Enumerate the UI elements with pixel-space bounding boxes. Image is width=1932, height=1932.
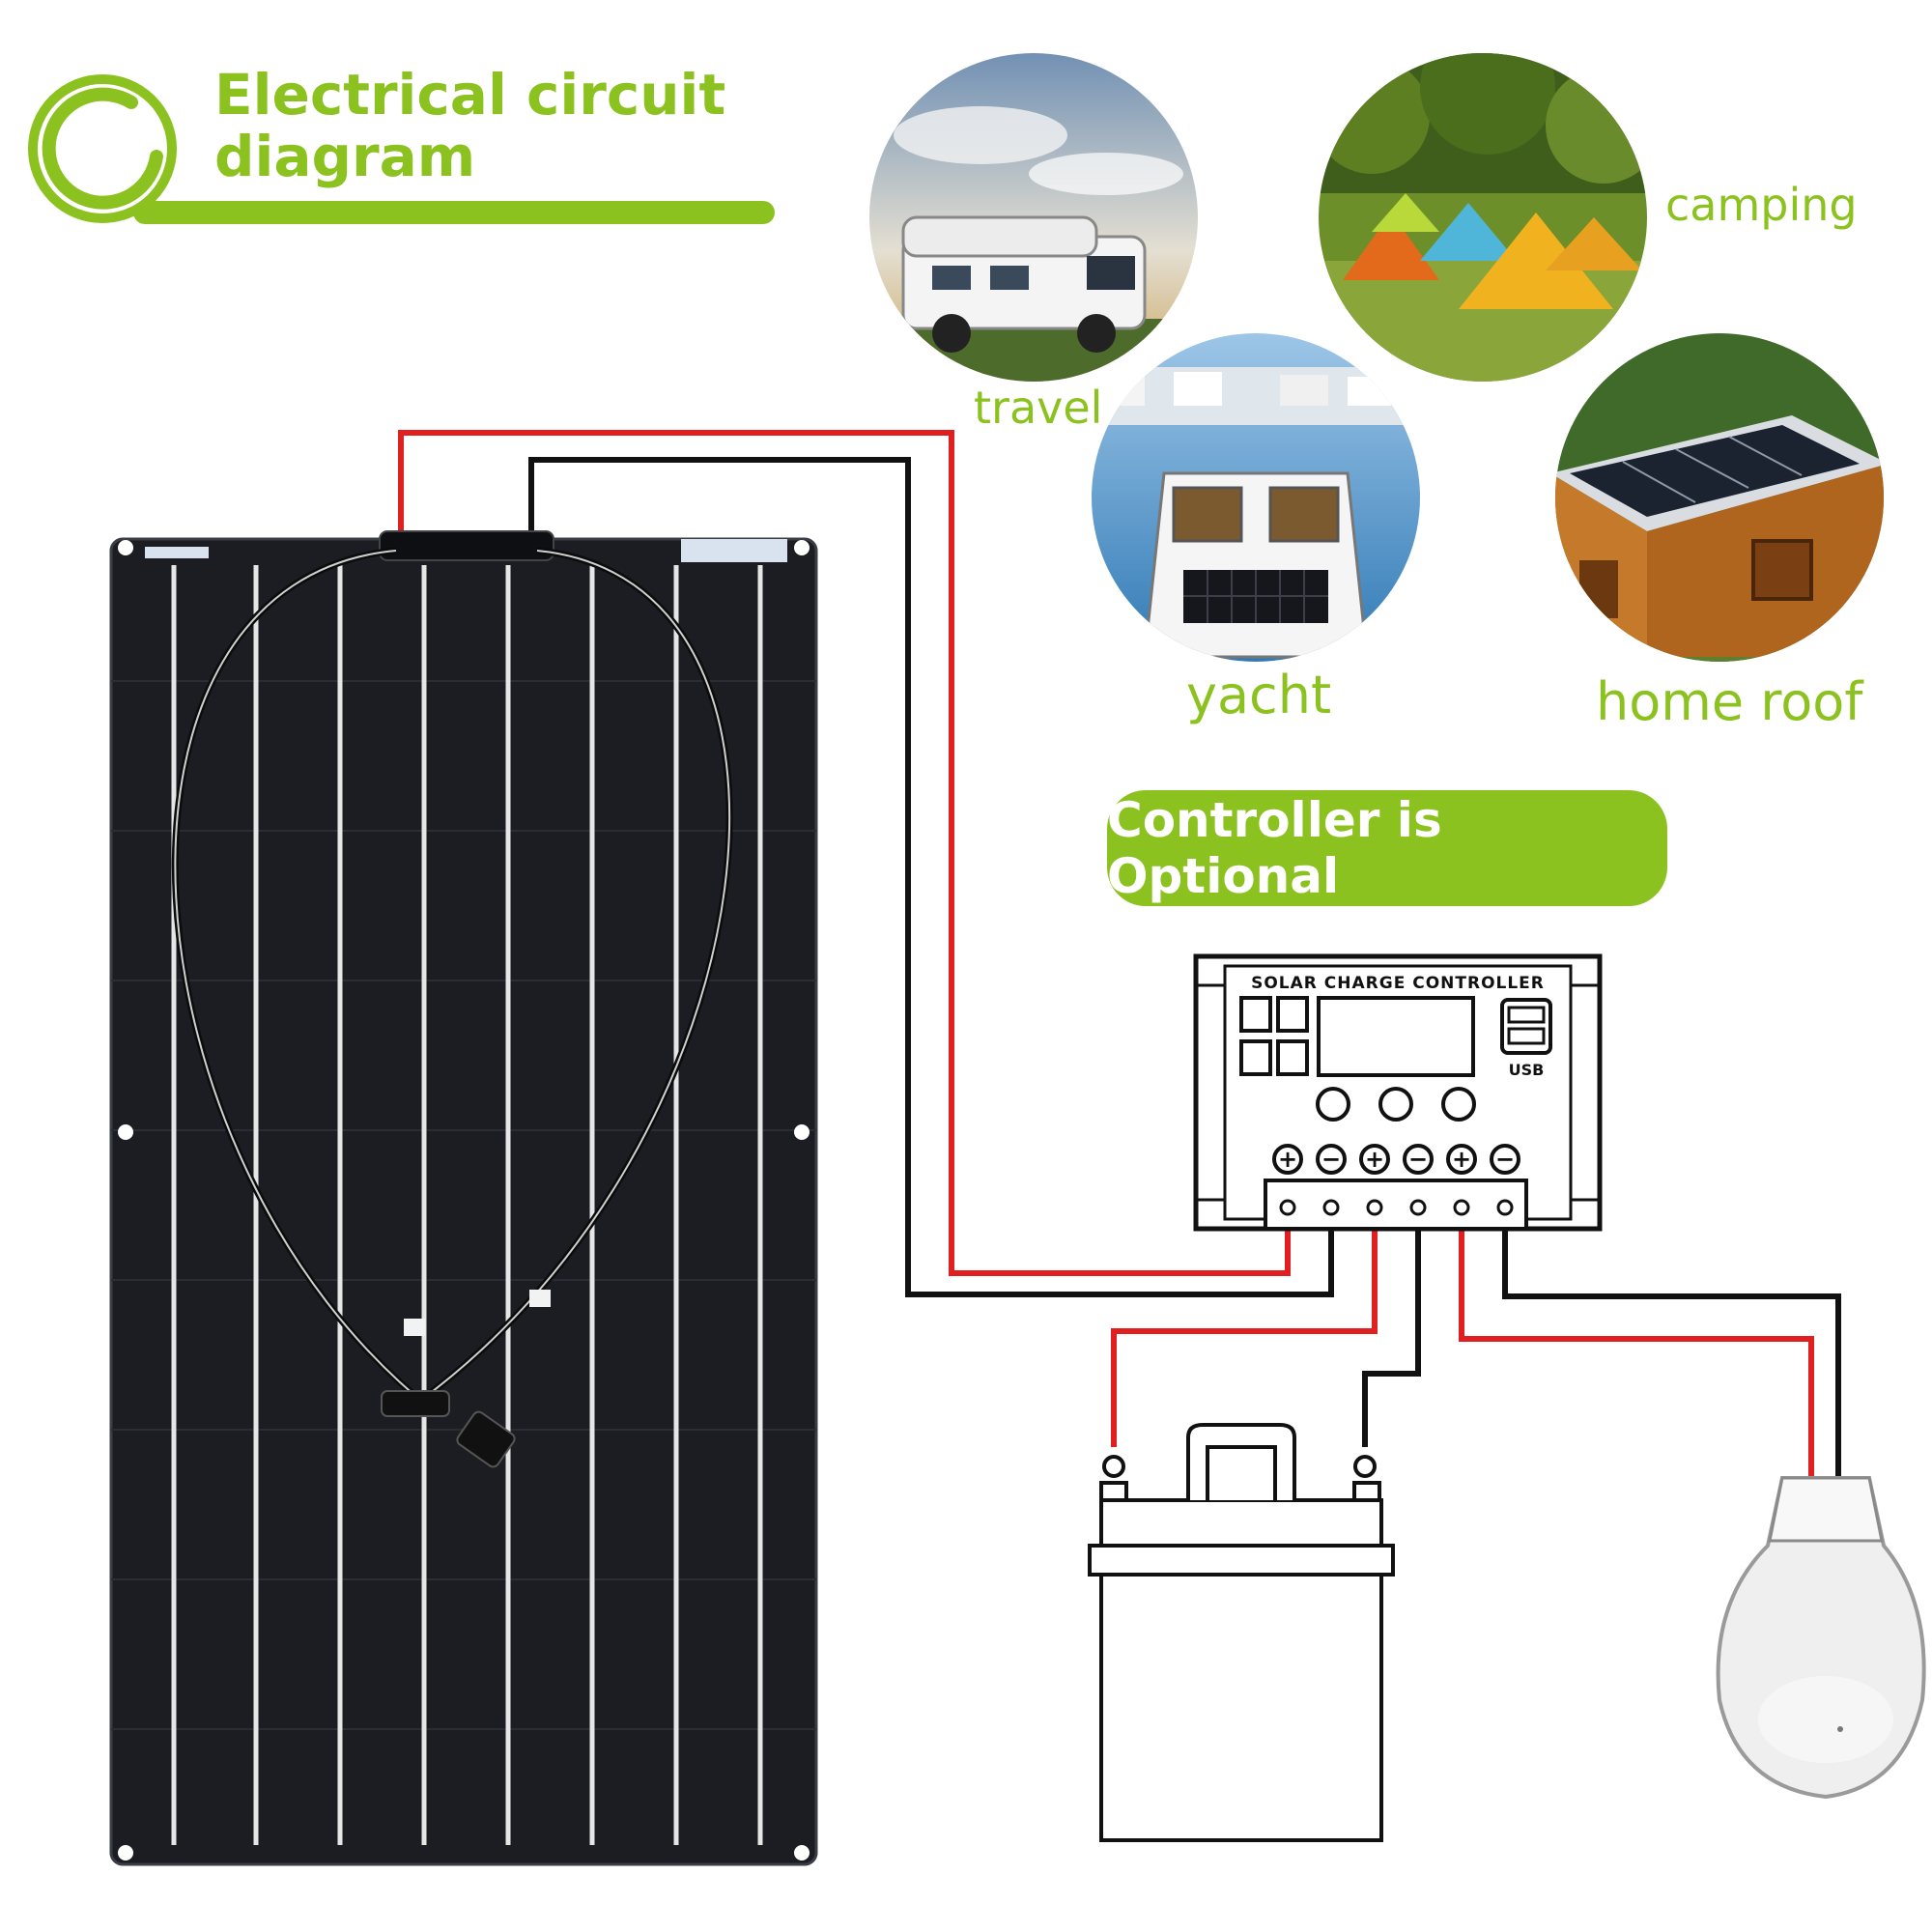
caption-yacht: yacht [1186, 665, 1332, 725]
terminal-sign-6: − [1494, 1146, 1516, 1173]
light-bulb [1716, 1476, 1926, 1800]
page-title: Electrical circuit diagram [214, 64, 725, 187]
yacht-photo [1092, 333, 1420, 662]
solar-panel [109, 530, 818, 1866]
terminal-sign-3: + [1364, 1146, 1385, 1173]
caption-travel: travel [974, 382, 1103, 434]
caption-camping: camping [1665, 179, 1858, 231]
title-line-2: diagram [214, 124, 476, 189]
battery [1088, 1423, 1395, 1842]
camping-photo [1319, 53, 1647, 382]
wire-panel-positive [398, 430, 1291, 1276]
controller-label: SOLAR CHARGE CONTROLLER [1251, 974, 1545, 993]
usb-label: USB [1508, 1061, 1545, 1079]
travel-photo [869, 53, 1198, 382]
terminal-sign-5: + [1451, 1146, 1472, 1173]
wire-battery-positive [1111, 1229, 1378, 1447]
title-logo-icon [28, 74, 775, 224]
title-line-1: Electrical circuit [214, 62, 726, 128]
terminal-sign-4: − [1407, 1146, 1429, 1173]
wire-panel-negative [528, 457, 1334, 1297]
wire-battery-negative [1362, 1229, 1421, 1447]
home-roof-photo [1555, 333, 1884, 662]
charge-controller [1193, 953, 1603, 1232]
wire-load-positive [1459, 1229, 1814, 1480]
terminal-sign-1: + [1277, 1146, 1298, 1173]
controller-optional-badge: Controller is Optional [1107, 790, 1667, 906]
caption-home-roof: home roof [1596, 671, 1863, 732]
wire-load-negative [1502, 1229, 1841, 1480]
terminal-sign-2: − [1321, 1146, 1342, 1173]
